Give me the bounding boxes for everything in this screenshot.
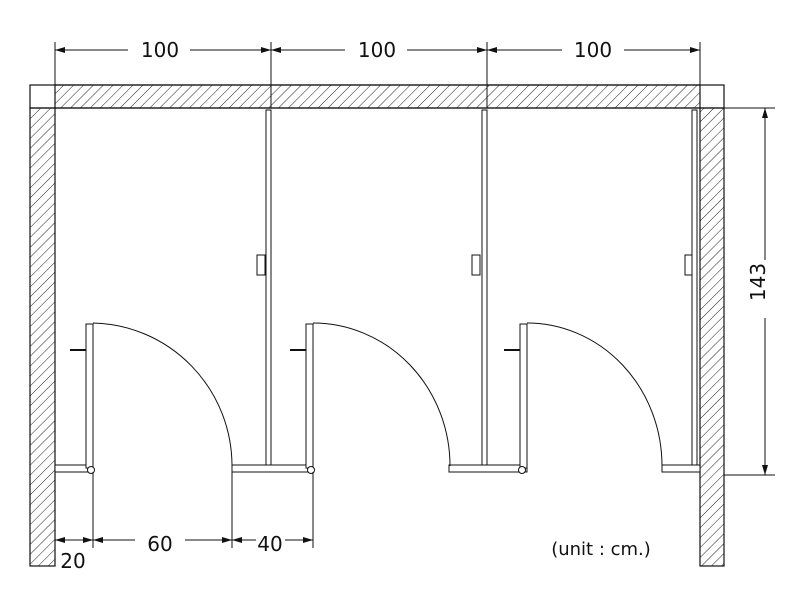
- hinge-icon: [518, 466, 526, 474]
- left-wall: [29, 107, 56, 567]
- toilet-paper-holder-2: [471, 254, 481, 276]
- walls: [29, 84, 725, 567]
- top-dim-label-3: 100: [574, 38, 612, 62]
- partitions: [256, 109, 698, 467]
- door-2: [290, 322, 451, 474]
- right-wall: [699, 107, 725, 567]
- top-dim-label-2: 100: [358, 38, 396, 62]
- bottom-dim-label-60: 60: [147, 532, 172, 556]
- front-panels: [54, 464, 701, 473]
- partition-2: [481, 109, 488, 467]
- front-panel-4: [661, 464, 701, 473]
- unit-note: (unit : cm.): [551, 539, 651, 560]
- depth-dim-label: 143: [746, 263, 770, 301]
- hinge-icon: [87, 466, 95, 474]
- partition-1: [265, 109, 272, 467]
- doors: [70, 322, 663, 474]
- front-panel-3: [448, 464, 528, 473]
- hinge-icon: [307, 466, 315, 474]
- top-dim-label-1: 100: [141, 38, 179, 62]
- front-panel-2: [231, 464, 314, 473]
- door-3: [504, 322, 663, 474]
- bottom-dim-label-20: 20: [60, 549, 85, 573]
- top-dimension: [54, 42, 701, 108]
- top-wall-hatch: [54, 84, 701, 109]
- bottom-dim-label-40: 40: [257, 532, 282, 556]
- toilet-paper-holder-3: [684, 254, 693, 276]
- toilet-paper-holder-1: [256, 254, 266, 276]
- depth-dimension: [724, 107, 775, 476]
- partition-3: [691, 109, 698, 467]
- bottom-dimension: [55, 468, 314, 548]
- door-1: [70, 322, 233, 474]
